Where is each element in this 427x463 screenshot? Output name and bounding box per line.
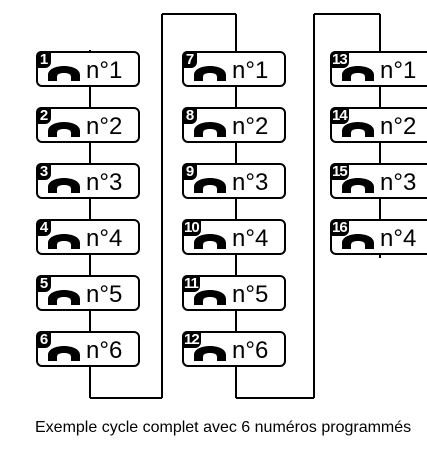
phone-slot-9: 9 n°3 <box>182 163 286 199</box>
slot-label: n°2 <box>380 113 417 140</box>
slot-label: n°6 <box>232 337 269 364</box>
slot-number-badge: 2 <box>36 107 51 124</box>
slot-number-badge: 4 <box>36 219 51 236</box>
phone-slot-7: 7 n°1 <box>182 51 286 87</box>
slot-label: n°1 <box>232 57 269 84</box>
phone-slot-2: 2 n°2 <box>36 107 140 143</box>
slot-number-badge: 7 <box>182 51 197 68</box>
phone-slot-3: 3 n°3 <box>36 163 140 199</box>
slot-number-badge: 14 <box>330 107 349 124</box>
phone-handset-icon <box>341 178 375 194</box>
phone-slot-11: 11 n°5 <box>182 275 286 311</box>
phone-handset-icon <box>47 66 81 82</box>
slot-label: n°4 <box>232 225 269 252</box>
phone-handset-icon <box>193 290 227 306</box>
cycle-diagram: 1 n°1 2 n°2 3 n°3 4 n°4 5 n°5 6 n°6 7 n°1 8 n°2 9 n°3 10 n°… <box>36 13 427 399</box>
slot-label: n°3 <box>380 169 417 196</box>
slot-label: n°1 <box>86 57 123 84</box>
slot-label: n°3 <box>86 169 123 196</box>
phone-handset-icon <box>47 122 81 138</box>
slot-number-badge: 6 <box>36 331 51 348</box>
phone-handset-icon <box>47 290 81 306</box>
phone-handset-icon <box>193 234 227 250</box>
phone-handset-icon <box>341 66 375 82</box>
phone-handset-icon <box>193 122 227 138</box>
phone-handset-icon <box>193 178 227 194</box>
phone-slot-14: 14 n°2 <box>330 107 427 143</box>
phone-handset-icon <box>341 122 375 138</box>
phone-handset-icon <box>47 234 81 250</box>
caption: Exemple cycle complet avec 6 numéros pro… <box>35 419 412 436</box>
slot-number-badge: 8 <box>182 107 197 124</box>
phone-slot-6: 6 n°6 <box>36 331 140 367</box>
slot-label: n°4 <box>86 225 123 252</box>
phone-slot-10: 10 n°4 <box>182 219 286 255</box>
slot-label: n°4 <box>380 225 417 252</box>
phone-handset-icon <box>341 234 375 250</box>
phone-slot-5: 5 n°5 <box>36 275 140 311</box>
phone-slot-8: 8 n°2 <box>182 107 286 143</box>
slot-number-badge: 5 <box>36 275 51 292</box>
phone-slot-12: 12 n°6 <box>182 331 286 367</box>
slot-label: n°3 <box>232 169 269 196</box>
phone-handset-icon <box>193 66 227 82</box>
slot-number-badge: 16 <box>330 219 349 236</box>
slot-label: n°2 <box>232 113 269 140</box>
slot-label: n°5 <box>86 281 123 308</box>
phone-slot-1: 1 n°1 <box>36 51 140 87</box>
phone-slot-13: 13 n°1 <box>330 51 427 87</box>
slot-number-badge: 3 <box>36 163 51 180</box>
phone-slot-15: 15 n°3 <box>330 163 427 199</box>
phone-handset-icon <box>193 346 227 362</box>
slot-number-badge: 13 <box>330 51 349 68</box>
slot-number-badge: 15 <box>330 163 349 180</box>
phone-handset-icon <box>47 346 81 362</box>
slot-number-badge: 1 <box>36 51 51 68</box>
slot-label: n°2 <box>86 113 123 140</box>
phone-handset-icon <box>47 178 81 194</box>
slot-number-badge: 10 <box>182 219 201 236</box>
slot-label: n°6 <box>86 337 123 364</box>
slot-label: n°1 <box>380 57 417 84</box>
slot-number-badge: 11 <box>182 275 200 292</box>
slot-label: n°5 <box>232 281 269 308</box>
phone-slot-16: 16 n°4 <box>330 219 427 255</box>
slot-number-badge: 9 <box>182 163 197 180</box>
phone-slot-4: 4 n°4 <box>36 219 140 255</box>
slot-number-badge: 12 <box>182 331 201 348</box>
